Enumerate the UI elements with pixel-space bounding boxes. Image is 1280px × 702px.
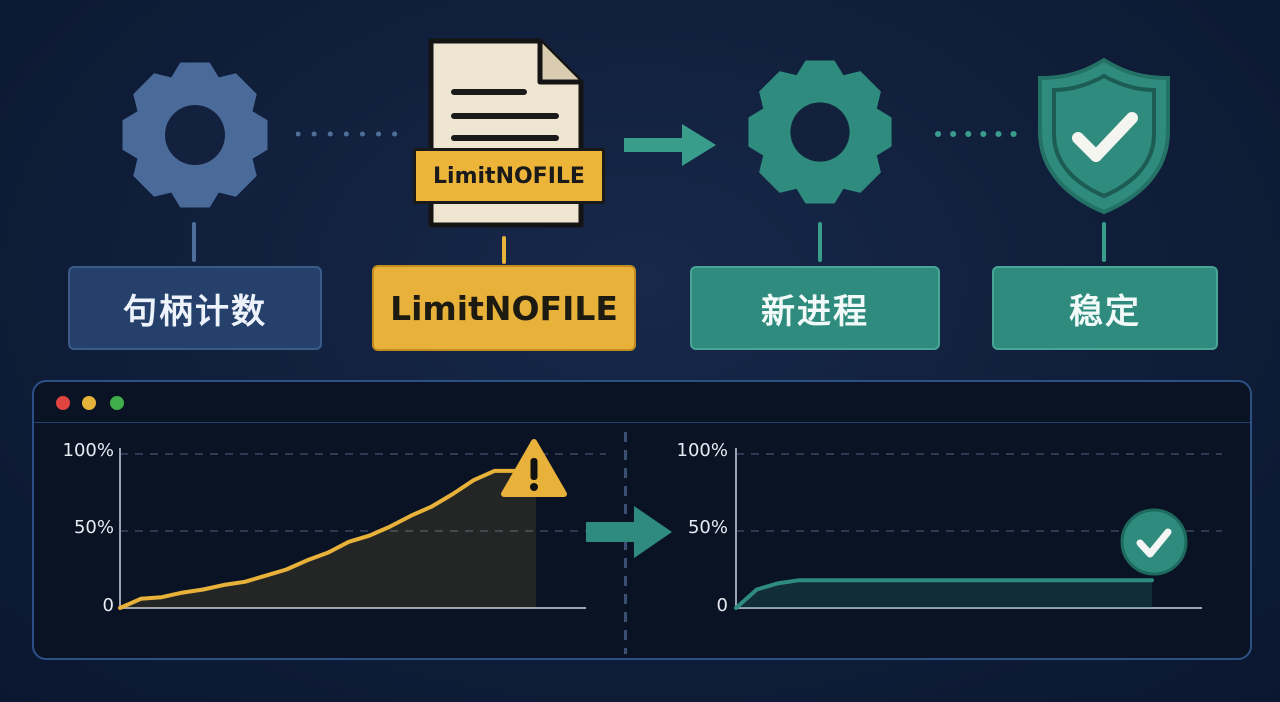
maximize-button[interactable]: [110, 396, 124, 410]
gear-hole: [165, 105, 225, 165]
gear-icon: [118, 58, 272, 212]
area-fill: [736, 580, 1152, 608]
check-circle-icon: [1120, 508, 1188, 576]
dotted-connector: [296, 128, 406, 140]
connector-line: [1102, 222, 1106, 262]
step-label-new-process: 新进程: [690, 266, 940, 350]
dotted-connector: [934, 128, 1018, 140]
arrow-right-icon: [584, 504, 674, 560]
minimize-button[interactable]: [82, 396, 96, 410]
connector-line: [818, 222, 822, 262]
connector-line: [502, 236, 506, 264]
step-label-handle-count: 句柄计数: [68, 266, 322, 350]
gear-hole: [790, 102, 850, 162]
y-tick-label: 0: [102, 595, 114, 616]
warning-icon: [501, 439, 567, 497]
gear-icon: [744, 56, 896, 208]
y-tick-label: 50%: [687, 517, 728, 538]
step-label-limitnofile: LimitNOFILE: [372, 265, 636, 351]
y-tick-label: 100%: [62, 440, 114, 461]
file-tag: LimitNOFILE: [413, 148, 605, 204]
panel-divider: [624, 432, 627, 654]
y-tick-label: 100%: [676, 440, 728, 461]
arrow-right-icon: [622, 122, 718, 168]
y-tick-label: 50%: [73, 517, 114, 538]
shield-check-icon: [1034, 56, 1174, 216]
window-title-bar: [34, 382, 1250, 423]
close-button[interactable]: [56, 396, 70, 410]
connector-line: [192, 222, 196, 262]
step-label-stable: 稳定: [992, 266, 1218, 350]
area-fill: [120, 470, 536, 608]
y-tick-label: 0: [716, 595, 728, 616]
